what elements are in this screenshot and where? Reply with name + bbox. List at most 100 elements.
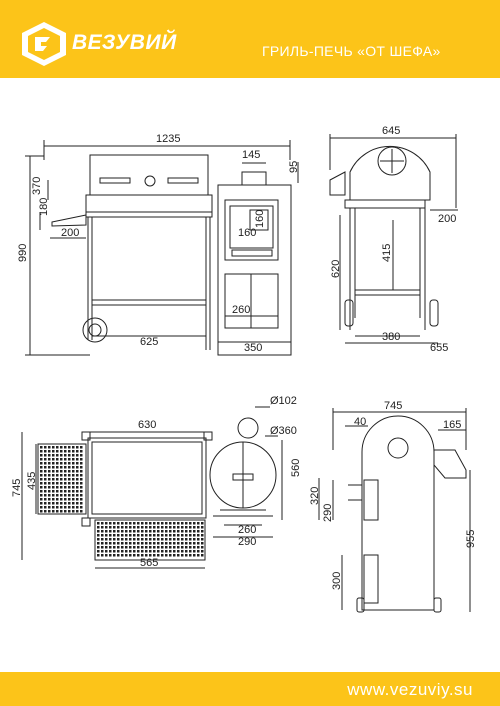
grate-cell: [145, 542, 148, 545]
grate-cell: [125, 554, 128, 557]
grate-cell: [169, 554, 172, 557]
grate-cell: [189, 546, 192, 549]
grate-cell: [48, 482, 51, 485]
grate-cell: [181, 554, 184, 557]
grate-cell: [177, 526, 180, 529]
grate-cell: [52, 506, 55, 509]
grate-cell: [157, 550, 160, 553]
grate-cell: [44, 502, 47, 505]
grate-cell: [76, 482, 79, 485]
grate-cell: [64, 502, 67, 505]
grate-cell: [64, 446, 67, 449]
grate-cell: [185, 550, 188, 553]
grate-cell: [125, 542, 128, 545]
grate-cell: [201, 522, 204, 525]
grate-cell: [64, 506, 67, 509]
left-handle: [99, 177, 131, 184]
grate-cell: [177, 550, 180, 553]
right-view: [318, 408, 471, 613]
grate-cell: [60, 450, 63, 453]
grate-cell: [197, 530, 200, 533]
grate-cell: [141, 538, 144, 541]
brand-name: ВЕЗУВИЙ: [72, 31, 177, 54]
grate-cell: [101, 538, 104, 541]
dim-right-door-h: 320: [309, 487, 321, 505]
grate-cell: [109, 538, 112, 541]
grate-cell: [48, 486, 51, 489]
grate-cell: [121, 546, 124, 549]
grate-cell: [72, 498, 75, 501]
grate-cell: [68, 510, 71, 513]
grate-cell: [72, 490, 75, 493]
grate-cell: [56, 450, 59, 453]
grate-cell: [76, 446, 79, 449]
grate-cell: [48, 466, 51, 469]
grate-cell: [40, 482, 43, 485]
grate-cell: [193, 542, 196, 545]
grate-cell: [137, 534, 140, 537]
grate-cell: [105, 538, 108, 541]
website-link[interactable]: www.vezuviy.su: [347, 680, 473, 699]
grate-cell: [201, 526, 204, 529]
grate-cell: [185, 538, 188, 541]
grate-cell: [113, 522, 116, 525]
grate-cell: [113, 530, 116, 533]
grate-cell: [101, 534, 104, 537]
grate-cell: [60, 478, 63, 481]
grate-cell: [105, 530, 108, 533]
grate-cell: [101, 542, 104, 545]
grate-cell: [165, 534, 168, 537]
grate-cell: [76, 490, 79, 493]
grate-cell: [169, 538, 172, 541]
grate-cell: [113, 546, 116, 549]
grate-cell: [64, 466, 67, 469]
grate-cell: [137, 522, 140, 525]
grate-cell: [80, 446, 83, 449]
stove-body: [361, 415, 435, 611]
grate-cell: [40, 510, 43, 513]
grate-cell: [117, 522, 120, 525]
grate-cell: [60, 486, 63, 489]
grate-cell: [60, 482, 63, 485]
grate-cell: [185, 522, 188, 525]
grate-cell: [68, 486, 71, 489]
grate-cell: [141, 546, 144, 549]
grate-cell: [40, 462, 43, 465]
grate-cell: [68, 450, 71, 453]
grate-cell: [56, 466, 59, 469]
grate-cell: [68, 470, 71, 473]
grate-cell: [44, 494, 47, 497]
grate-cell: [80, 502, 83, 505]
grate-cell: [97, 542, 100, 545]
dim-chimney-height: 95: [288, 161, 300, 173]
grate-cell: [169, 534, 172, 537]
grate-cell: [60, 446, 63, 449]
grate-cell: [149, 554, 152, 557]
dim-lid-180: 180: [38, 198, 50, 216]
grate-cell: [177, 542, 180, 545]
grate-cell: [52, 510, 55, 513]
grate-cell: [64, 478, 67, 481]
grate-cell: [40, 466, 43, 469]
grate-cell: [56, 454, 59, 457]
grate-cell: [80, 478, 83, 481]
grate-cell: [64, 458, 67, 461]
grate-cell: [56, 478, 59, 481]
grate-cell: [193, 526, 196, 529]
grate-cell: [109, 546, 112, 549]
grate-cell: [197, 542, 200, 545]
grate-cell: [72, 466, 75, 469]
grate-cell: [129, 522, 132, 525]
grate-cell: [109, 550, 112, 553]
grate-cell: [101, 526, 104, 529]
grate-cell: [109, 530, 112, 533]
grate-cell: [117, 550, 120, 553]
grate-cell: [109, 554, 112, 557]
grate-cell: [68, 458, 71, 461]
product-title: ГРИЛЬ-ПЕЧЬ «ОТ ШЕФА»: [262, 43, 441, 59]
grate-cell: [185, 534, 188, 537]
dim-total-height: 990: [17, 244, 29, 262]
grate-pattern: [40, 446, 204, 557]
grate-cell: [48, 490, 51, 493]
dim-side-inner: 415: [381, 244, 393, 262]
